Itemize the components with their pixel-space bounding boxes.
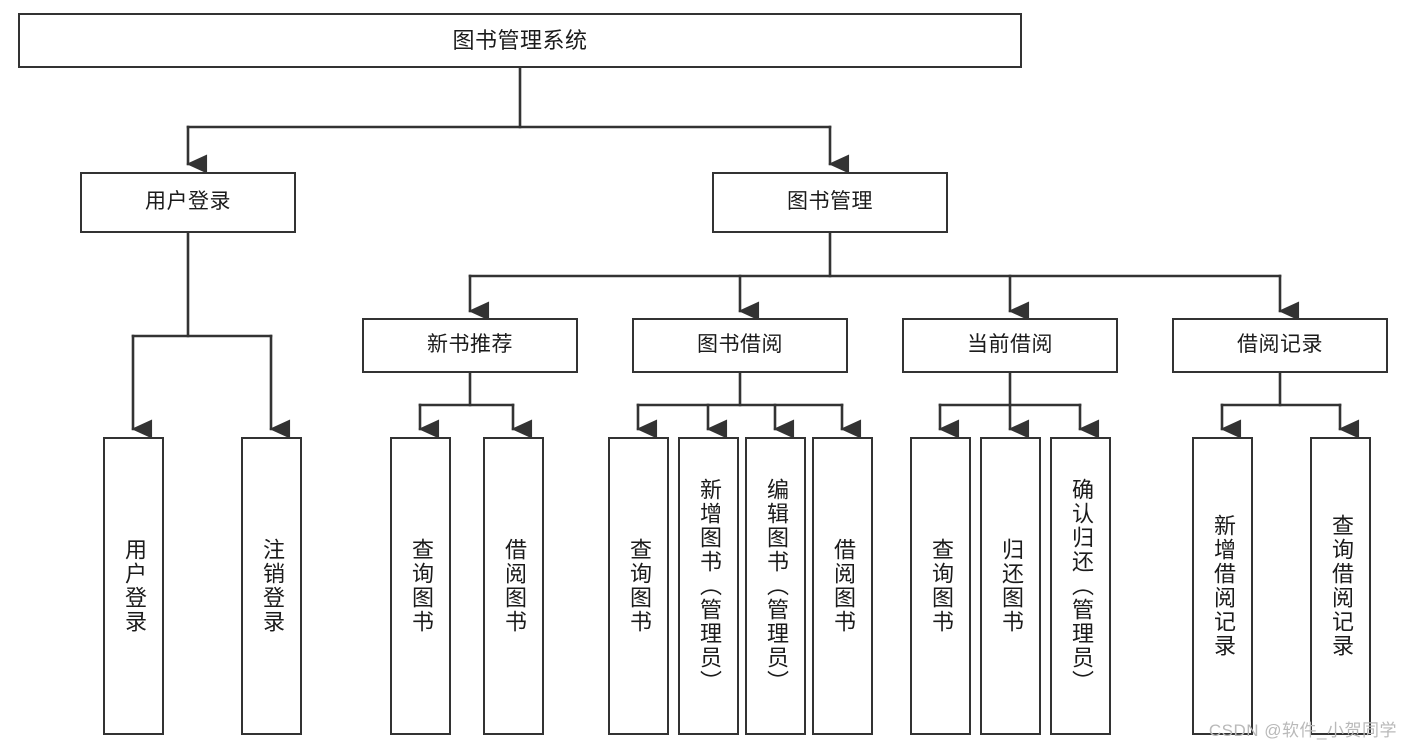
node-leaf-query-books-borrow[interactable]: 查询图书 [608,437,669,735]
node-label: 确认归还（管理员） [1068,478,1094,694]
node-leaf-query-books-current[interactable]: 查询图书 [910,437,971,735]
node-label: 新增借阅记录 [1210,514,1236,658]
node-book-borrowing[interactable]: 图书借阅 [632,318,848,373]
node-label: 查询图书 [928,538,954,634]
node-label: 图书管理 [787,190,873,214]
node-leaf-user-login[interactable]: 用户登录 [103,437,164,735]
node-leaf-add-book-admin[interactable]: 新增图书（管理员） [678,437,739,735]
node-label: 借阅图书 [501,538,527,634]
node-label: 新增图书（管理员） [696,478,722,694]
node-label: 编辑图书（管理员） [763,478,789,694]
node-label: 新书推荐 [427,333,513,357]
node-label: 查询图书 [408,538,434,634]
node-label: 查询图书 [626,538,652,634]
node-book-management[interactable]: 图书管理 [712,172,948,233]
node-leaf-logout[interactable]: 注销登录 [241,437,302,735]
node-new-book-recommendation[interactable]: 新书推荐 [362,318,578,373]
node-label: 借阅图书 [830,538,856,634]
node-label: 查询借阅记录 [1328,514,1354,658]
node-label: 当前借阅 [967,333,1053,357]
node-label: 注销登录 [259,538,285,634]
node-label: 借阅记录 [1237,333,1323,357]
node-current-borrowing[interactable]: 当前借阅 [902,318,1118,373]
node-leaf-return-books[interactable]: 归还图书 [980,437,1041,735]
node-label: 归还图书 [998,538,1024,634]
node-label: 用户登录 [145,190,231,214]
node-user-login[interactable]: 用户登录 [80,172,296,233]
node-leaf-confirm-return-admin[interactable]: 确认归还（管理员） [1050,437,1111,735]
node-label: 用户登录 [121,538,147,634]
node-leaf-query-borrow-record[interactable]: 查询借阅记录 [1310,437,1371,735]
node-label: 图书借阅 [697,333,783,357]
node-leaf-borrow-books[interactable]: 借阅图书 [812,437,873,735]
node-label: 图书管理系统 [452,27,588,53]
node-leaf-query-books-new-book[interactable]: 查询图书 [390,437,451,735]
node-leaf-borrow-books-new-book[interactable]: 借阅图书 [483,437,544,735]
node-root-book-management-system[interactable]: 图书管理系统 [18,13,1022,68]
node-borrowing-record[interactable]: 借阅记录 [1172,318,1388,373]
node-leaf-edit-book-admin[interactable]: 编辑图书（管理员） [745,437,806,735]
node-leaf-add-borrow-record[interactable]: 新增借阅记录 [1192,437,1253,735]
watermark-text: CSDN @软件_小贺同学 [1208,721,1397,740]
